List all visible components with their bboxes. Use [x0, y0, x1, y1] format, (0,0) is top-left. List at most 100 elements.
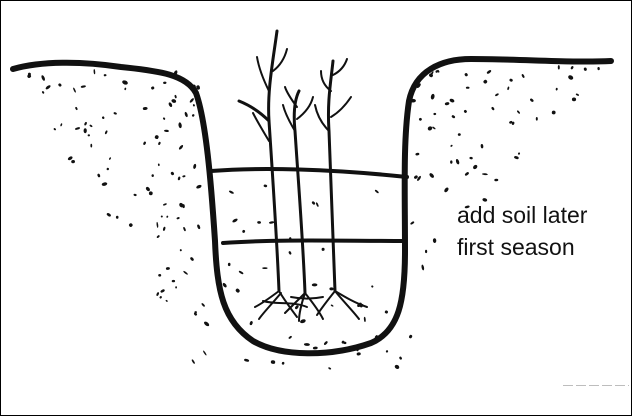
soil-speck — [232, 218, 238, 223]
soil-speck — [455, 159, 460, 165]
soil-speck — [556, 88, 558, 91]
soil-speck — [242, 230, 246, 234]
soil-speck — [249, 321, 253, 326]
soil-speck — [288, 251, 292, 255]
soil-speck — [371, 285, 374, 288]
soil-speck — [385, 350, 388, 353]
soil-speck — [222, 282, 228, 288]
soil-speck — [425, 250, 427, 253]
annotation-text: add soil later first season — [457, 199, 587, 263]
soil-speck — [88, 134, 91, 136]
annotation-line-1: add soil later — [457, 199, 587, 231]
soil-speck — [263, 184, 267, 187]
soil-speck — [235, 288, 241, 294]
soil-speck — [170, 171, 174, 176]
soil-speck — [166, 215, 169, 218]
soil-speck — [102, 116, 105, 119]
soil-speck — [158, 163, 160, 166]
soil-speck — [408, 334, 412, 339]
soil-speck — [71, 160, 75, 164]
soil-speck — [521, 74, 525, 79]
soil-speck — [190, 256, 195, 261]
soil-speck — [180, 249, 182, 252]
soil-speck — [517, 110, 521, 114]
soil-speck — [552, 110, 556, 114]
lower-soil-line — [223, 241, 405, 244]
soil-speck — [156, 235, 160, 239]
soil-speck — [164, 130, 169, 133]
soil-speck — [507, 86, 510, 90]
soil-speck — [101, 182, 107, 187]
soil-speck — [73, 87, 77, 93]
soil-speck — [45, 84, 51, 90]
soil-speck — [113, 112, 117, 115]
soil-speck — [597, 67, 600, 70]
soil-speck — [482, 173, 488, 175]
soil-speck — [201, 303, 205, 308]
soil-speck — [449, 98, 455, 103]
soil-speck — [143, 107, 148, 110]
soil-speck — [427, 126, 433, 132]
soil-speck — [432, 126, 436, 129]
soil-speck — [97, 173, 101, 177]
soil-speck — [433, 238, 437, 243]
soil-speck — [183, 227, 187, 232]
soil-speck — [197, 224, 201, 229]
soil-speck — [177, 176, 180, 180]
soil-speck — [304, 343, 310, 346]
soil-speck — [429, 172, 435, 178]
soil-speck — [163, 203, 167, 206]
soil-speck — [116, 216, 119, 219]
soil-speck — [192, 114, 195, 117]
soil-speck — [133, 193, 137, 196]
soil-speck — [282, 362, 285, 365]
soil-speck — [323, 341, 328, 346]
soil-speck — [27, 74, 32, 79]
soil-speck — [178, 144, 184, 150]
soil-speck — [394, 364, 400, 370]
soil-speck — [312, 283, 318, 286]
soil-speck — [106, 212, 111, 217]
soil-speck — [536, 117, 538, 121]
soil-speck — [433, 113, 436, 116]
soil-speck — [84, 128, 87, 133]
soil-speck — [464, 171, 469, 176]
soil-speck — [42, 91, 45, 94]
soil-speck — [104, 130, 108, 134]
soil-speck — [529, 98, 534, 103]
soil-speck — [328, 367, 332, 370]
soil-speck — [584, 67, 588, 71]
soil-speck — [399, 356, 403, 360]
soil-speck — [182, 175, 186, 178]
soil-speck — [300, 319, 307, 324]
annotation-line-2: first season — [457, 231, 587, 263]
soil-speck — [84, 122, 88, 126]
soil-speck — [156, 292, 160, 297]
soil-speck — [109, 157, 112, 160]
soil-speck — [58, 83, 62, 87]
soil-speck — [122, 80, 129, 86]
soil-speck — [491, 106, 495, 110]
soil-speck — [421, 264, 424, 270]
soil-speck — [364, 317, 366, 322]
seedling-left — [239, 31, 287, 291]
soil-speck — [558, 65, 560, 69]
soil-speck — [311, 201, 315, 206]
soil-speck — [469, 157, 473, 160]
soil-speck — [483, 79, 488, 84]
soil-speck — [494, 179, 498, 182]
soil-speck — [128, 223, 133, 228]
soil-speck — [158, 141, 161, 145]
soil-speck — [172, 280, 175, 282]
soil-speck — [410, 221, 415, 225]
soil-speck — [165, 300, 168, 303]
soil-speck — [384, 310, 388, 314]
soil-speck — [203, 350, 208, 356]
soil-speck — [159, 296, 162, 299]
soil-speck — [495, 93, 499, 97]
soil-speck — [90, 144, 92, 148]
soil-speck — [322, 248, 325, 251]
soil-speck — [450, 144, 453, 147]
soil-speck — [228, 190, 234, 194]
